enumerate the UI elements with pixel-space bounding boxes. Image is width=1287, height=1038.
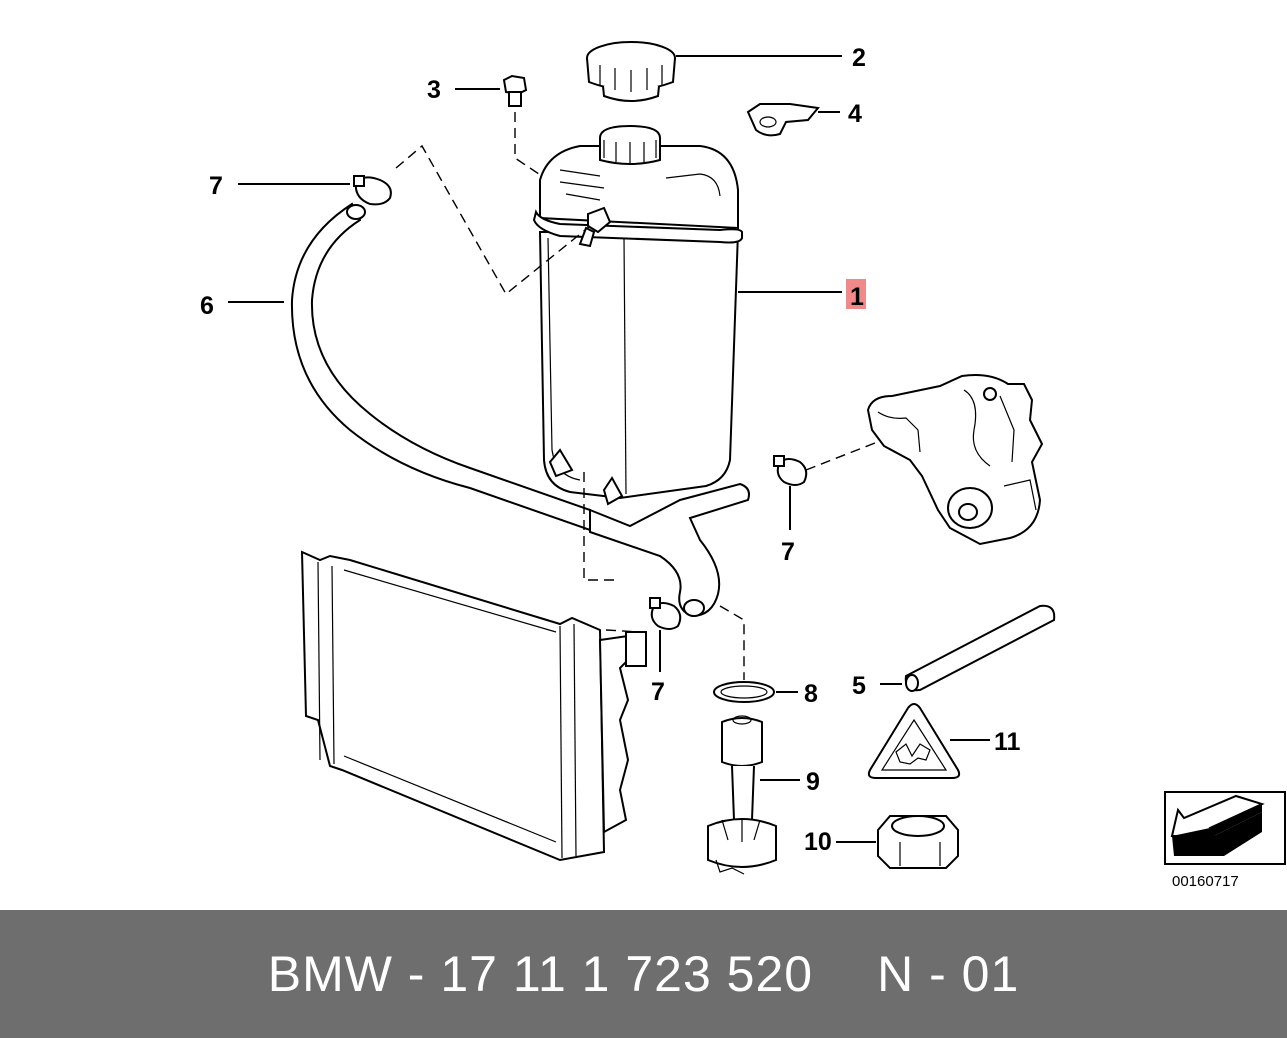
radiator-part	[300, 550, 647, 862]
straight-hose-part	[904, 604, 1056, 692]
o-ring-part	[713, 681, 775, 703]
callout-3: 3	[427, 76, 441, 104]
warning-label-part	[867, 703, 961, 779]
callout-8: 8	[804, 680, 818, 708]
callout-7-lower: 7	[651, 678, 665, 706]
expansion-tank-part	[532, 124, 743, 506]
water-pump-housing-part	[866, 374, 1044, 546]
bolt-part	[502, 74, 528, 107]
callout-4: 4	[848, 100, 862, 128]
callout-2: 2	[852, 44, 866, 72]
callout-6: 6	[200, 292, 214, 320]
callout-9: 9	[806, 768, 820, 796]
orientation-arrow-icon	[1164, 791, 1286, 865]
filler-cap-part	[586, 41, 676, 102]
callout-1: 1	[850, 283, 864, 311]
callout-5: 5	[852, 672, 866, 700]
parts-diagram: 1 2 3 4 5 6 7 7 7 8 9 10 11 00160717	[200, 41, 1286, 890]
nut-part	[877, 815, 959, 869]
part-number: BMW - 17 11 1 723 520	[267, 946, 814, 1002]
callout-11: 11	[994, 728, 1021, 756]
callout-10: 10	[804, 828, 832, 856]
diagram-position: N - 01	[877, 946, 1020, 1002]
coolant-hose-part	[290, 202, 750, 618]
callout-7-right: 7	[781, 538, 795, 566]
callout-7-upper: 7	[209, 172, 223, 200]
hose-clamp-part	[353, 175, 808, 630]
highlight-marker	[846, 279, 866, 309]
level-sensor-part	[707, 715, 777, 875]
part-number-banner: BMW - 17 11 1 723 520 N - 01	[0, 910, 1287, 1038]
bracket-part	[746, 103, 820, 137]
diagram-reference-number: 00160717	[1172, 873, 1239, 890]
